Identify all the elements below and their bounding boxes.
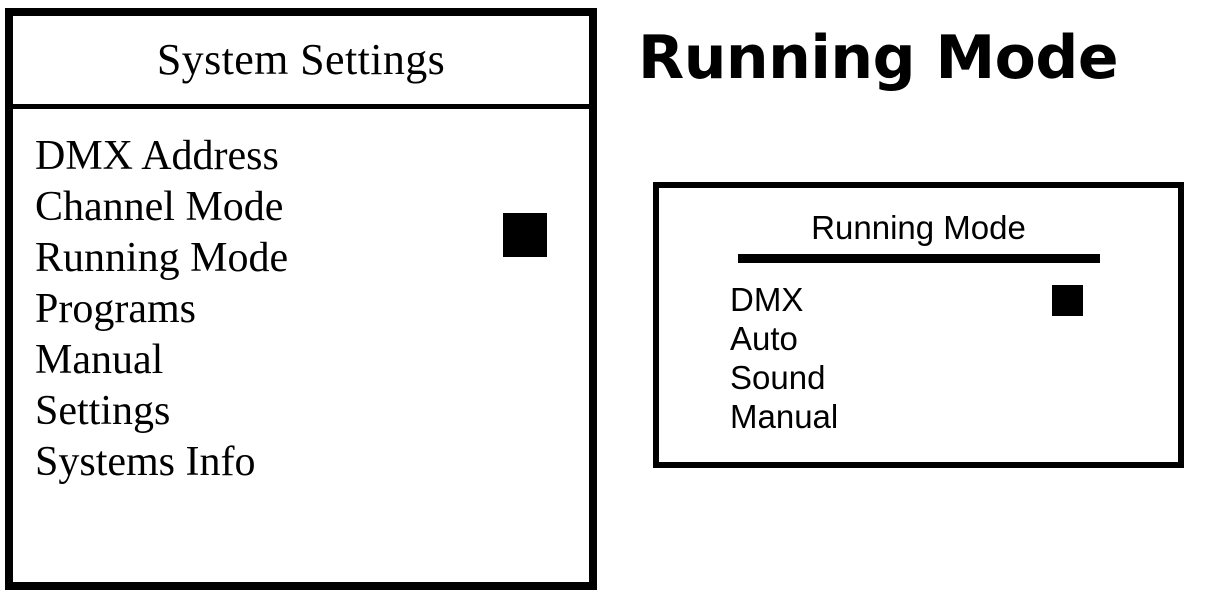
menu-item-running-mode[interactable]: Running Mode xyxy=(35,235,289,281)
selection-cursor-icon xyxy=(503,213,547,257)
section-heading: Running Mode xyxy=(638,23,1119,93)
title-underline-divider xyxy=(737,254,1100,263)
running-mode-option-manual[interactable]: Manual xyxy=(730,398,839,435)
running-mode-option-auto[interactable]: Auto xyxy=(730,320,798,357)
menu-item-programs[interactable]: Programs xyxy=(35,286,196,332)
system-settings-menu-list: DMX Address Channel Mode Running Mode Pr… xyxy=(13,131,589,488)
page-title: System Settings xyxy=(156,35,446,84)
running-mode-option-sound[interactable]: Sound xyxy=(730,359,826,396)
system-settings-panel: System Settings DMX Address Channel Mode… xyxy=(5,8,597,590)
system-settings-body: DMX Address Channel Mode Running Mode Pr… xyxy=(13,109,589,604)
running-mode-panel-body: DMX Auto Sound Manual xyxy=(659,263,1178,436)
menu-item-channel-mode[interactable]: Channel Mode xyxy=(35,184,284,230)
system-settings-header: System Settings xyxy=(13,16,589,109)
menu-item-manual[interactable]: Manual xyxy=(35,337,164,383)
running-mode-panel: Running Mode DMX Auto Sound Manual xyxy=(653,182,1184,468)
running-mode-option-dmx[interactable]: DMX xyxy=(730,281,804,318)
menu-item-dmx-address[interactable]: DMX Address xyxy=(35,133,279,179)
running-mode-panel-title: Running Mode xyxy=(811,209,1026,246)
running-mode-option-list: DMX Auto Sound Manual xyxy=(659,280,1178,436)
menu-item-settings[interactable]: Settings xyxy=(35,388,171,434)
selection-cursor-icon xyxy=(1052,285,1083,316)
menu-item-systems-info[interactable]: Systems Info xyxy=(35,439,256,485)
